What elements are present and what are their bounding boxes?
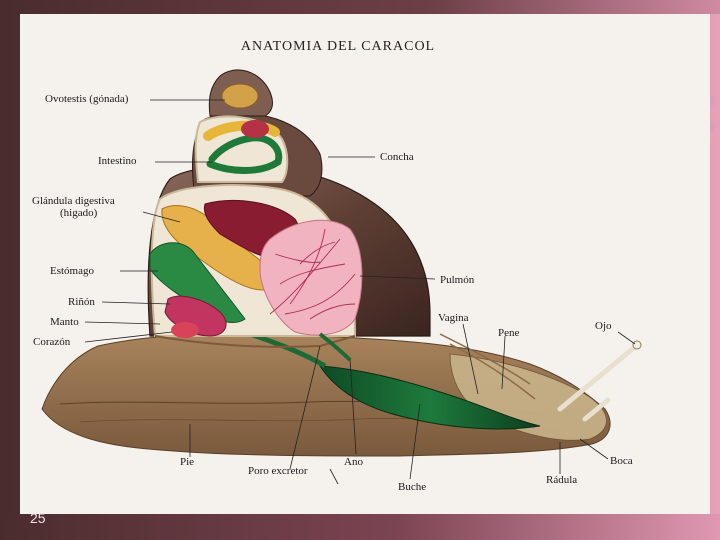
- label-ovotestis: Ovotestis (gónada): [45, 93, 129, 105]
- label-ano: Ano: [344, 456, 363, 468]
- label-pulmon: Pulmón: [440, 274, 475, 286]
- label-pene: Pene: [498, 327, 520, 339]
- eye-tentacle: [557, 343, 639, 412]
- label-manto: Manto: [50, 316, 79, 328]
- label-ojo: Ojo: [595, 320, 612, 332]
- label-poro-excretor: Poro excretor: [248, 465, 308, 477]
- lung-vessels: [269, 228, 356, 320]
- bottom-bar: [0, 514, 720, 540]
- intestine-organ: [241, 120, 269, 138]
- label-estomago: Estómago: [50, 265, 94, 277]
- label-rinon: Riñón: [68, 296, 95, 308]
- leader-lines: [84, 99, 636, 485]
- snail-anatomy-diagram: ANATOMIA DEL CARACOL: [32, 39, 642, 493]
- small-tentacle: [582, 397, 611, 422]
- anus-tube: [318, 332, 352, 362]
- slide-number: 25: [30, 510, 46, 526]
- label-pie: Pie: [180, 456, 194, 468]
- mantle-edge: [154, 335, 356, 348]
- top-bar: [0, 0, 720, 14]
- reproductive-tract: [439, 333, 536, 400]
- label-vagina: Vagina: [438, 312, 469, 324]
- label-buche: Buche: [398, 481, 426, 493]
- crop: [319, 365, 541, 430]
- snail-anatomy-figure: ANATOMIA DEL CARACOL: [20, 14, 710, 514]
- eye: [632, 340, 642, 350]
- stomach: [149, 242, 246, 323]
- label-boca: Boca: [610, 455, 633, 467]
- label-higado: (higado): [60, 207, 98, 219]
- label-concha: Concha: [380, 151, 414, 163]
- intestine: [206, 134, 283, 174]
- label-corazon: Corazón: [33, 336, 71, 348]
- diagram-title: ANATOMIA DEL CARACOL: [241, 39, 435, 54]
- label-radula: Rádula: [546, 474, 577, 486]
- label-glandula-digestiva: Glándula digestiva: [32, 195, 115, 207]
- label-intestino: Intestino: [98, 155, 137, 167]
- heart: [171, 322, 199, 338]
- ovotestis: [221, 83, 259, 109]
- esophagus: [249, 331, 327, 369]
